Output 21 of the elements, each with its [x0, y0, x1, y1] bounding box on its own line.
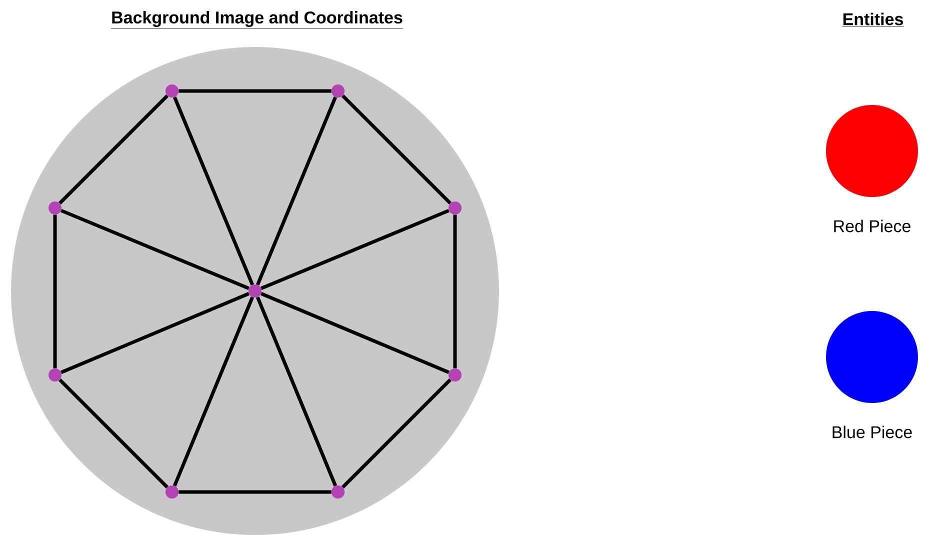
connector-line: [256, 96, 338, 286]
legend-label: Red Piece: [834, 220, 910, 232]
connector-line: [178, 89, 332, 93]
connector-line: [172, 296, 254, 486]
legend-label: Blue Piece: [832, 426, 912, 438]
connector-line: [453, 214, 457, 368]
connector-line: [178, 490, 332, 494]
connector-line: [342, 378, 452, 488]
connector-line: [256, 296, 338, 486]
connector-line: [58, 378, 169, 488]
connector-line: [60, 208, 250, 290]
connector-line: [172, 96, 254, 286]
connector-line: [260, 208, 450, 290]
background-disk: [11, 47, 499, 535]
connector-line: [53, 214, 57, 368]
heading: Entities: [842, 12, 904, 27]
connector-line: [58, 94, 168, 204]
connector-line: [260, 292, 450, 374]
heading: Background Image and Coordinates: [110, 11, 404, 29]
connector-line: [342, 94, 452, 204]
connector-line: [60, 292, 250, 374]
